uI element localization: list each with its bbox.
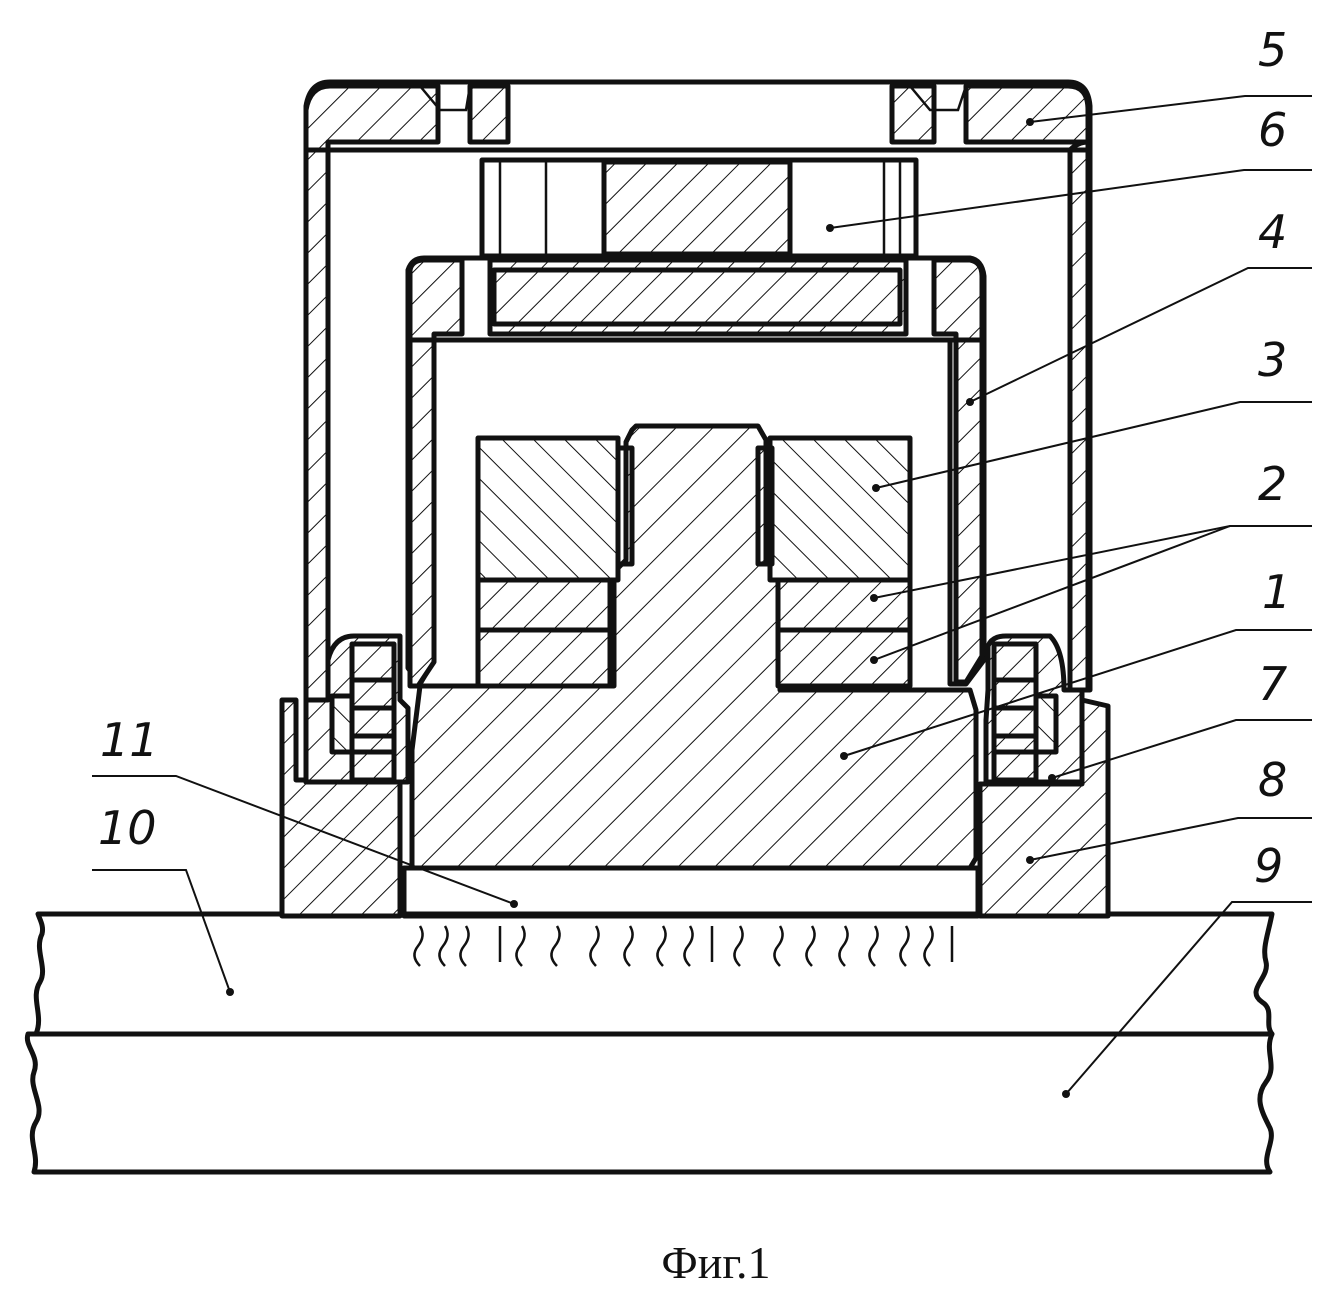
pole-pieces-2-left bbox=[475, 577, 613, 689]
callout-4: 4 bbox=[1258, 205, 1287, 259]
callout-1: 1 bbox=[1262, 565, 1291, 619]
pole-pieces-2-right bbox=[775, 577, 913, 689]
base-plate-10 bbox=[33, 911, 1275, 1037]
fastener-7-left bbox=[303, 633, 411, 785]
magnet-3-left bbox=[475, 435, 635, 583]
layer-11 bbox=[401, 865, 981, 919]
callout-7: 7 bbox=[1258, 657, 1287, 711]
housing-4 bbox=[405, 255, 987, 689]
callout-11: 11 bbox=[100, 713, 159, 767]
heat-affected-marks bbox=[413, 925, 954, 967]
fastener-7-right bbox=[983, 633, 1085, 785]
base-plate-9 bbox=[24, 1031, 1275, 1175]
callout-10: 10 bbox=[98, 801, 157, 855]
callout-9: 9 bbox=[1254, 839, 1283, 893]
callout-5: 5 bbox=[1258, 23, 1287, 77]
callout-6: 6 bbox=[1258, 103, 1287, 157]
plug-6 bbox=[479, 157, 919, 259]
callout-labels: 5 6 4 3 2 1 7 8 9 10 11 bbox=[98, 23, 1291, 893]
callout-3: 3 bbox=[1258, 333, 1287, 387]
ring-8 bbox=[279, 697, 1111, 919]
figure-caption: Фиг.1 bbox=[661, 1237, 770, 1288]
leader-lines bbox=[92, 95, 1312, 1098]
callout-8: 8 bbox=[1258, 753, 1287, 807]
callout-2: 2 bbox=[1258, 457, 1287, 511]
magnet-3-right bbox=[755, 435, 913, 583]
